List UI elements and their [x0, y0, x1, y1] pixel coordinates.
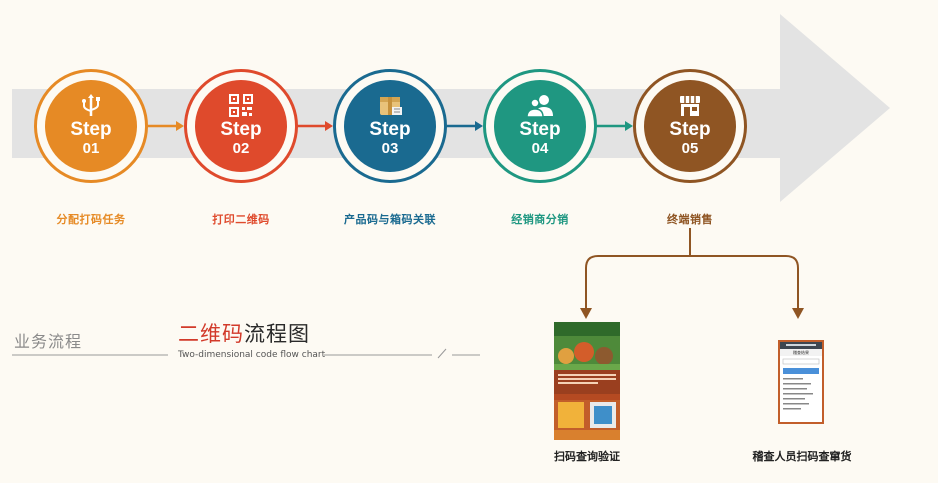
step-disc: Step 03: [344, 80, 436, 172]
step-word: Step: [70, 118, 112, 140]
box-icon: [380, 96, 402, 115]
phone-inspector-preview: 稽查结果: [778, 340, 824, 424]
outcome-caption-2: 稽查人员扫码查窜货: [752, 450, 852, 463]
step-word: Step: [669, 118, 711, 140]
step-disc: Step 05: [644, 80, 736, 172]
store-icon: [680, 95, 700, 116]
step-number: 03: [381, 139, 399, 157]
step-disc: Step 02: [195, 80, 287, 172]
title-subtitle: Two-dimensional code flow chart: [178, 350, 326, 360]
step-label-01: 分配打码任务: [56, 213, 126, 226]
users-icon: [526, 94, 553, 118]
step-disc: Step 01: [45, 80, 137, 172]
phone-screen-1: [554, 322, 620, 440]
phone2-header-text: 稽查结果: [793, 350, 809, 355]
step-disc: Step 04: [494, 80, 586, 172]
arrow-1-2: [148, 121, 184, 131]
usb-icon: [82, 93, 100, 116]
page-title: 二维码流程图: [178, 318, 310, 348]
section-label: 业务流程: [14, 332, 83, 351]
phone-screen-2: [780, 342, 822, 410]
title-red-part: 二维码: [178, 322, 244, 346]
step-label-04: 经销商分销: [511, 213, 569, 226]
step-number: 02: [232, 139, 250, 157]
step-word: Step: [220, 118, 262, 140]
step-number: 01: [82, 139, 100, 157]
step-word: Step: [369, 118, 411, 140]
step-label-03: 产品码与箱码关联: [344, 213, 436, 226]
qr-code-icon: [229, 93, 253, 117]
arrow-3-4: [447, 121, 483, 131]
step-number: 04: [531, 139, 549, 157]
arrow-4-5: [597, 121, 633, 131]
step-label-02: 打印二维码: [212, 213, 270, 226]
outcome-caption-1: 扫码查询验证: [554, 450, 620, 463]
phone-scan-verify-preview: [554, 322, 620, 440]
title-dark-part: 流程图: [244, 322, 310, 346]
step-word: Step: [519, 118, 561, 140]
step-label-05: 终端销售: [667, 213, 713, 226]
arrow-2-3: [297, 121, 333, 131]
step-number: 05: [681, 139, 699, 157]
